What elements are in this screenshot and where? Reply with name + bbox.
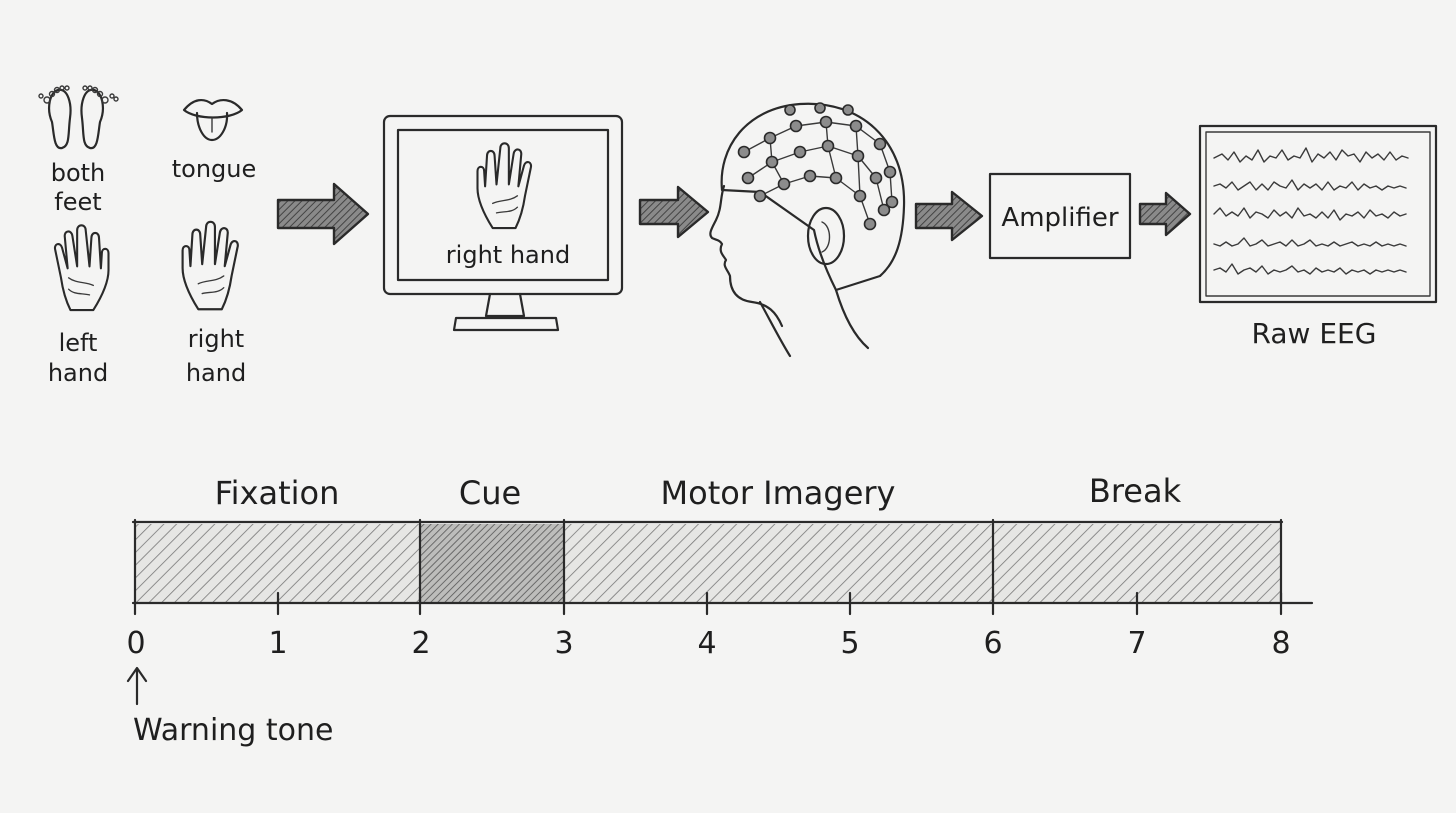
eeg-traces (1213, 147, 1409, 275)
phase-label-cue: Cue (459, 474, 521, 512)
raw-eeg-label: Raw EEG (1252, 317, 1377, 350)
phase-label-motor-imagery: Motor Imagery (661, 474, 896, 512)
class-label-right-hand: hand (186, 359, 246, 387)
tick-label: 8 (1271, 626, 1290, 661)
class-label-feet: feet (54, 188, 101, 216)
tick-label: 3 (554, 626, 573, 661)
phase-label-fixation: Fixation (215, 474, 340, 512)
tick-label: 7 (1127, 626, 1146, 661)
arrow-icon (276, 182, 370, 246)
class-label-left-hand: hand (48, 359, 108, 387)
arrow-icon (914, 190, 984, 242)
phase-segment-motor-imagery (564, 524, 993, 602)
tick-label: 2 (411, 626, 430, 661)
class-icons: both feet tongue left hand right hand (38, 85, 257, 387)
arrow-icon (1138, 191, 1192, 237)
left-hand-icon (53, 224, 110, 312)
tick-label: 6 (983, 626, 1002, 661)
class-label-tongue: tongue (172, 155, 257, 183)
tick-label: 5 (840, 626, 859, 661)
phase-segment-fixation (135, 524, 420, 602)
amplifier-label: Amplifier (1001, 203, 1118, 233)
feet-icon (38, 85, 119, 150)
tick-label: 4 (697, 626, 716, 661)
monitor: right hand (382, 114, 624, 332)
hand-icon (476, 142, 533, 230)
eeg-cap-head-icon (709, 102, 906, 358)
right-hand-icon (181, 220, 239, 311)
raw-eeg-panel: Raw EEG (1198, 124, 1438, 350)
class-label-left: left (59, 329, 98, 357)
phase-segment-break (993, 524, 1281, 602)
up-arrow-icon (126, 666, 148, 706)
class-label-both: both (51, 159, 106, 187)
phase-segment-cue (420, 524, 564, 602)
warning-tone-label: Warning tone (133, 713, 333, 748)
tick-label: 0 (126, 626, 145, 661)
trial-timeline: Fixation Cue Motor Imagery Break 0 1 2 3… (126, 472, 1314, 748)
monitor-cue-label: right hand (446, 241, 570, 269)
arrow-icon (638, 185, 710, 239)
tick-label: 1 (268, 626, 287, 661)
amplifier-box: Amplifier (988, 172, 1132, 260)
tongue-icon (182, 98, 244, 142)
class-label-right: right (188, 325, 244, 353)
phase-label-break: Break (1089, 472, 1182, 510)
